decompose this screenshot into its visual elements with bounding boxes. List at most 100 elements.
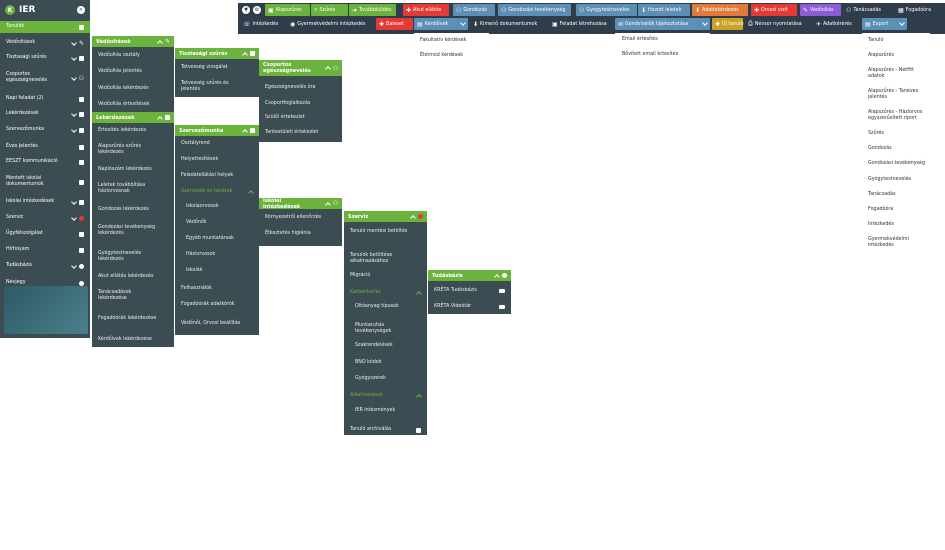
dropdown-item[interactable]: Gyermekvédelmi intézkedés <box>868 237 909 248</box>
dropdown-item[interactable]: Életmód kérdések <box>420 53 464 58</box>
panel-item[interactable]: Fogadóórák lekérdezése <box>92 311 174 327</box>
toolbar2-button-3[interactable]: ✚Baleset <box>376 18 413 30</box>
sidebar-item-szerviz[interactable]: Szerviz <box>0 212 90 224</box>
panel-item[interactable]: Egészségnevelés óra <box>259 83 342 93</box>
chevron-up-icon[interactable] <box>157 39 163 46</box>
panel-item[interactable]: Gondozás lekérdezés <box>92 205 174 215</box>
panel-item[interactable]: Gyógytestnevelés lekérdezés <box>92 249 174 265</box>
sidebar-item-nevjegy[interactable]: Névjegy <box>0 277 90 289</box>
toolbar-button-4[interactable]: ✚Akut ellátás <box>403 4 449 16</box>
panel-item[interactable]: Naplószám lekérdezés <box>92 165 174 175</box>
chevron-up-icon[interactable] <box>242 128 248 135</box>
chevron-up-icon[interactable] <box>157 115 163 122</box>
chevron-up-icon[interactable] <box>242 51 248 58</box>
toolbar2-button-2[interactable]: ◉Gyermekvédelmi intézkedés <box>287 18 373 30</box>
panel-item[interactable]: Szakrendelések <box>344 341 427 351</box>
panel-item[interactable]: Védőoltás osztály <box>92 50 174 62</box>
panel-item[interactable]: Védőoltás lekérdezés <box>92 83 174 95</box>
panel-item[interactable]: Iskolák <box>175 266 259 276</box>
panel-item[interactable]: Tanácsadások lekérdezése <box>92 288 174 304</box>
dropdown-item[interactable]: Fogadóóra <box>868 207 894 212</box>
panel-item[interactable]: Csoportfoglalkozás <box>259 99 342 109</box>
panel-item[interactable]: Tanuló archiválás <box>344 425 427 435</box>
panel-item[interactable]: Háziorvosok <box>175 250 259 260</box>
panel-item[interactable]: Iskolaorvosok <box>175 202 259 212</box>
chevron-down-icon[interactable] <box>70 75 77 81</box>
toolbar2-button-5[interactable]: ⬇Kimenő dokumentumok <box>470 18 546 30</box>
toolbar2-button-9[interactable]: ⎙Névsor nyomtatása <box>745 18 810 30</box>
toolbar-button-10[interactable]: ✚Orvosi vizit <box>751 4 797 16</box>
dropdown-item[interactable]: Email értesítés <box>622 37 658 42</box>
chevron-down-icon[interactable] <box>71 215 77 221</box>
chevron-down-icon[interactable] <box>71 127 77 133</box>
dropdown-item[interactable]: Gondozási tevékenység <box>868 161 926 166</box>
toolbar-button-13[interactable]: ▦Fogadóóra <box>895 4 940 16</box>
sidebar-item-eeszt[interactable]: EESZT kommunikáció <box>0 156 90 168</box>
chevron-down-icon[interactable] <box>460 20 466 26</box>
sidebar-item-tanulok[interactable]: Tanulók <box>0 21 90 33</box>
sidebar-item-hirfolyam[interactable]: Hírfolyam <box>0 244 90 256</box>
dropdown-item[interactable]: Alapszűrés <box>868 53 894 58</box>
dropdown-item[interactable]: Alapszűrés - Tanéves jelentés <box>868 89 919 100</box>
panel-item[interactable]: Gyógyszerek <box>344 374 427 384</box>
panel-item[interactable]: Oltóanyag típusok <box>344 302 427 312</box>
panel-item[interactable]: Védőnői, Orvosi beállítás <box>175 316 259 332</box>
toolbar2-button-4[interactable]: ▤Kérdőívek <box>414 18 468 30</box>
chevron-down-icon[interactable] <box>71 199 77 205</box>
dropdown-item[interactable]: Tanácsadás <box>868 192 896 197</box>
toolbar-button-9[interactable]: ⬇Adatlekérdezés <box>692 4 748 16</box>
chevron-up-icon[interactable] <box>416 291 422 297</box>
dropdown-item[interactable]: Gyógytestnevelés <box>868 177 912 182</box>
settings-icon[interactable]: ⚙ <box>253 6 261 14</box>
panel-item[interactable]: Helyettesítések <box>175 155 259 165</box>
panel-item[interactable]: Szervezők és tanárok <box>175 187 259 197</box>
sidebar-item-eves-jelentes[interactable]: Éves jelentés <box>0 141 90 153</box>
sidebar-item-ugyfelszolgalat[interactable]: Ügyfélszolgálat <box>0 228 90 240</box>
toolbar-button-6[interactable]: ⚇Gondozási tevékenység <box>498 4 571 16</box>
panel-item[interactable]: Értesítés lekérdezés <box>92 126 174 136</box>
panel-item[interactable]: Gondozási tevékenység lekérdezés <box>92 220 174 242</box>
panel-item[interactable]: Egyéb munkatársak <box>175 234 259 244</box>
panel-item[interactable]: BNO kódok <box>344 358 427 368</box>
panel-item[interactable]: IER intézmények <box>344 406 427 416</box>
panel-item[interactable]: KRÉTA Videótár <box>428 302 511 312</box>
toolbar-button-2[interactable]: ⌕Szűrés <box>311 4 348 16</box>
sidebar-item-szervezomunka[interactable]: Szervezőmunka <box>0 124 90 136</box>
sidebar-item-mentett[interactable]: Mentett iskolai dokumentumok <box>0 172 90 192</box>
panel-item[interactable]: Tantestületi értekezlet <box>259 128 342 138</box>
panel-item[interactable]: Tanulók betöltése alkalmazásához <box>344 251 427 267</box>
dropdown-item[interactable]: Tanuló <box>868 38 884 43</box>
dropdown-item[interactable]: Alapszűrés - Netfitt adatok <box>868 68 914 79</box>
chevron-up-icon[interactable] <box>416 394 422 400</box>
toolbar2-button-10[interactable]: ✈Adatkérérés <box>813 18 859 30</box>
panel-item[interactable]: Felhasználók <box>175 284 259 294</box>
sidebar-item-csoportos[interactable]: Csoportos egészségnevelés⚇ <box>0 68 90 88</box>
sidebar-item-vedooltasok[interactable]: Védőoltások✎ <box>0 37 90 49</box>
chevron-down-icon[interactable] <box>899 20 905 26</box>
panel-item[interactable]: Leletek továbbítása háziorvosnak <box>92 181 174 197</box>
dropdown-item[interactable]: Gondozás <box>868 146 892 151</box>
toolbar2-button-7[interactable]: ✉Gondviselők tájékoztatása <box>615 18 710 30</box>
toolbar2-button-6[interactable]: ▣Feladat létrehozása <box>549 18 611 30</box>
dropdown-item[interactable]: Alapszűrés - Háziorvos egyszerűsített ri… <box>868 110 923 121</box>
panel-item[interactable]: Fogadóórák adatkörök <box>175 300 259 310</box>
chevron-up-icon[interactable] <box>248 190 254 196</box>
panel-item[interactable]: Migráció <box>344 271 427 281</box>
filter-icon[interactable]: ▼ <box>242 6 250 14</box>
panel-item[interactable]: Akut ellátás lekérdezés <box>92 272 174 282</box>
toolbar-button-11[interactable]: ✎Védőoltás <box>800 4 841 16</box>
sidebar-item-tisztasagi-szures[interactable]: Tisztasági szűrés <box>0 52 90 64</box>
sidebar-item-iskolai[interactable]: Iskolai intézkedések <box>0 196 90 208</box>
panel-item[interactable]: Védőnők <box>175 218 259 228</box>
dropdown-item[interactable]: Fakultatív kérdések <box>420 38 467 43</box>
toolbar2-button-8[interactable]: ✚Új tanuló <box>712 18 744 30</box>
panel-item[interactable]: Feladatellátási helyek <box>175 171 259 181</box>
panel-item[interactable]: Alkalmazások <box>344 391 427 401</box>
panel-item[interactable]: Védőoltás értesítések <box>92 99 174 111</box>
sidebar-item-napi-feladat[interactable]: Napi feladat (2) <box>0 93 90 105</box>
close-icon[interactable]: × <box>77 6 85 14</box>
chevron-down-icon[interactable] <box>702 20 708 26</box>
panel-item[interactable]: Munkaruhás tevékenységek <box>344 321 427 337</box>
panel-item[interactable]: Védőoltás jelentés <box>92 66 174 78</box>
toolbar2-button-11[interactable]: ▤Export <box>862 18 907 30</box>
